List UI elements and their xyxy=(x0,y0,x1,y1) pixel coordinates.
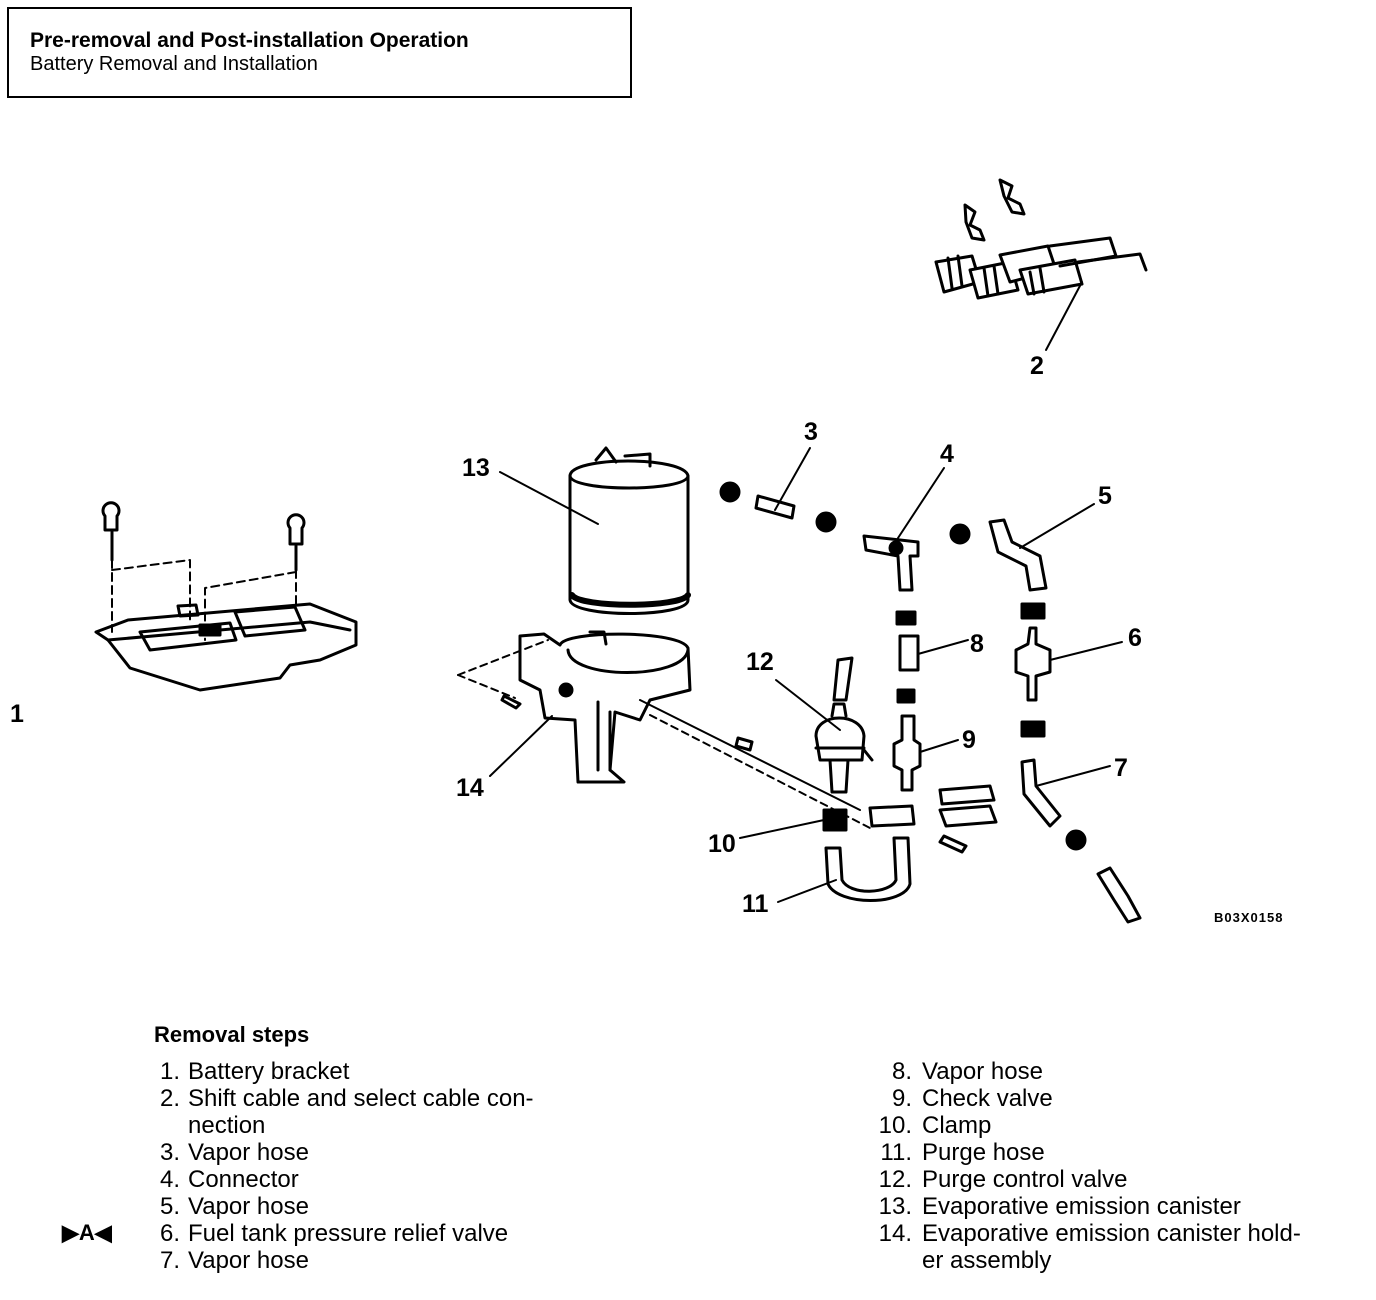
callout-8: 8 xyxy=(970,630,984,658)
step-label: Evaporative emission canister hold- xyxy=(922,1220,1301,1247)
figure-code: B03X0158 xyxy=(1214,910,1283,925)
callout-10: 10 xyxy=(708,830,736,858)
step-label: Vapor hose xyxy=(188,1247,309,1274)
exploded-diagram: 1 2 3 4 5 6 7 8 9 10 11 12 13 14 B03X015… xyxy=(10,178,1283,925)
step-label: Battery bracket xyxy=(188,1058,350,1085)
step-label: Check valve xyxy=(922,1085,1053,1112)
step-label: er assembly xyxy=(922,1247,1052,1274)
step-number: 2. xyxy=(159,1085,180,1112)
purge-valve-drawing xyxy=(775,656,874,794)
callout-6: 6 xyxy=(1128,624,1142,652)
step-number: 13. xyxy=(878,1193,912,1220)
check-valve-drawing xyxy=(892,714,959,792)
vapor-hose-3-drawing xyxy=(719,447,837,533)
step-number: 6. xyxy=(159,1220,180,1247)
step-label: Vapor hose xyxy=(188,1139,309,1166)
step-number: 5. xyxy=(159,1193,180,1220)
step-label: Purge hose xyxy=(922,1139,1045,1166)
step-number: 10. xyxy=(878,1112,912,1139)
step-number: 11. xyxy=(880,1139,912,1166)
header-subtitle: Battery Removal and Installation xyxy=(30,53,318,75)
bracket-bolt-lines xyxy=(111,559,297,641)
shift-cable-drawing xyxy=(934,178,1148,351)
vapor-hose-5-drawing xyxy=(988,503,1095,592)
callout-7: 7 xyxy=(1114,754,1128,782)
removal-steps-title: Removal steps xyxy=(154,1022,310,1047)
callout-9: 9 xyxy=(962,726,976,754)
header-title: Pre-removal and Post-installation Operat… xyxy=(30,29,469,52)
step-label: Evaporative emission canister xyxy=(922,1193,1241,1220)
step-label: Fuel tank pressure relief valve xyxy=(188,1220,509,1247)
callout-13: 13 xyxy=(462,454,490,482)
callout-1: 1 xyxy=(10,700,24,728)
step-number: 12. xyxy=(878,1166,912,1193)
battery-bracket-drawing xyxy=(94,501,358,692)
service-point-marker: ▶A◀ xyxy=(62,1220,112,1245)
callout-4: 4 xyxy=(940,440,954,468)
step-label: Vapor hose xyxy=(188,1193,309,1220)
step-number: 3. xyxy=(159,1139,180,1166)
step-label: nection xyxy=(188,1112,266,1139)
callout-3: 3 xyxy=(804,418,818,446)
header-box: Pre-removal and Post-installation Operat… xyxy=(7,7,632,98)
callout-12: 12 xyxy=(746,648,774,676)
vapor-hose-7-drawing xyxy=(1020,758,1142,924)
step-label: Vapor hose xyxy=(922,1058,1043,1085)
step-label: Clamp xyxy=(922,1112,992,1139)
vapor-hose-8-drawing xyxy=(895,610,969,704)
purge-hose-drawing xyxy=(777,836,912,903)
relief-valve-drawing xyxy=(1014,602,1123,738)
clamp-drawing xyxy=(739,784,998,839)
callout-11: 11 xyxy=(742,890,769,918)
routing-lines xyxy=(639,699,968,854)
step-number: 9. xyxy=(891,1085,912,1112)
step-number: 14. xyxy=(878,1220,912,1247)
step-label: Purge control valve xyxy=(922,1166,1128,1193)
callout-2: 2 xyxy=(1030,352,1044,380)
step-number: 8. xyxy=(891,1058,912,1085)
callout-5: 5 xyxy=(1098,482,1112,510)
step-label: Connector xyxy=(188,1166,299,1193)
canister-holder-drawing xyxy=(457,630,692,784)
step-number: 7. xyxy=(159,1247,180,1274)
step-number: 1. xyxy=(159,1058,180,1085)
connector-drawing xyxy=(862,467,971,592)
step-number: 4. xyxy=(159,1166,180,1193)
callout-14: 14 xyxy=(456,774,484,802)
step-label: Shift cable and select cable con- xyxy=(188,1085,534,1112)
canister-drawing xyxy=(499,446,691,615)
